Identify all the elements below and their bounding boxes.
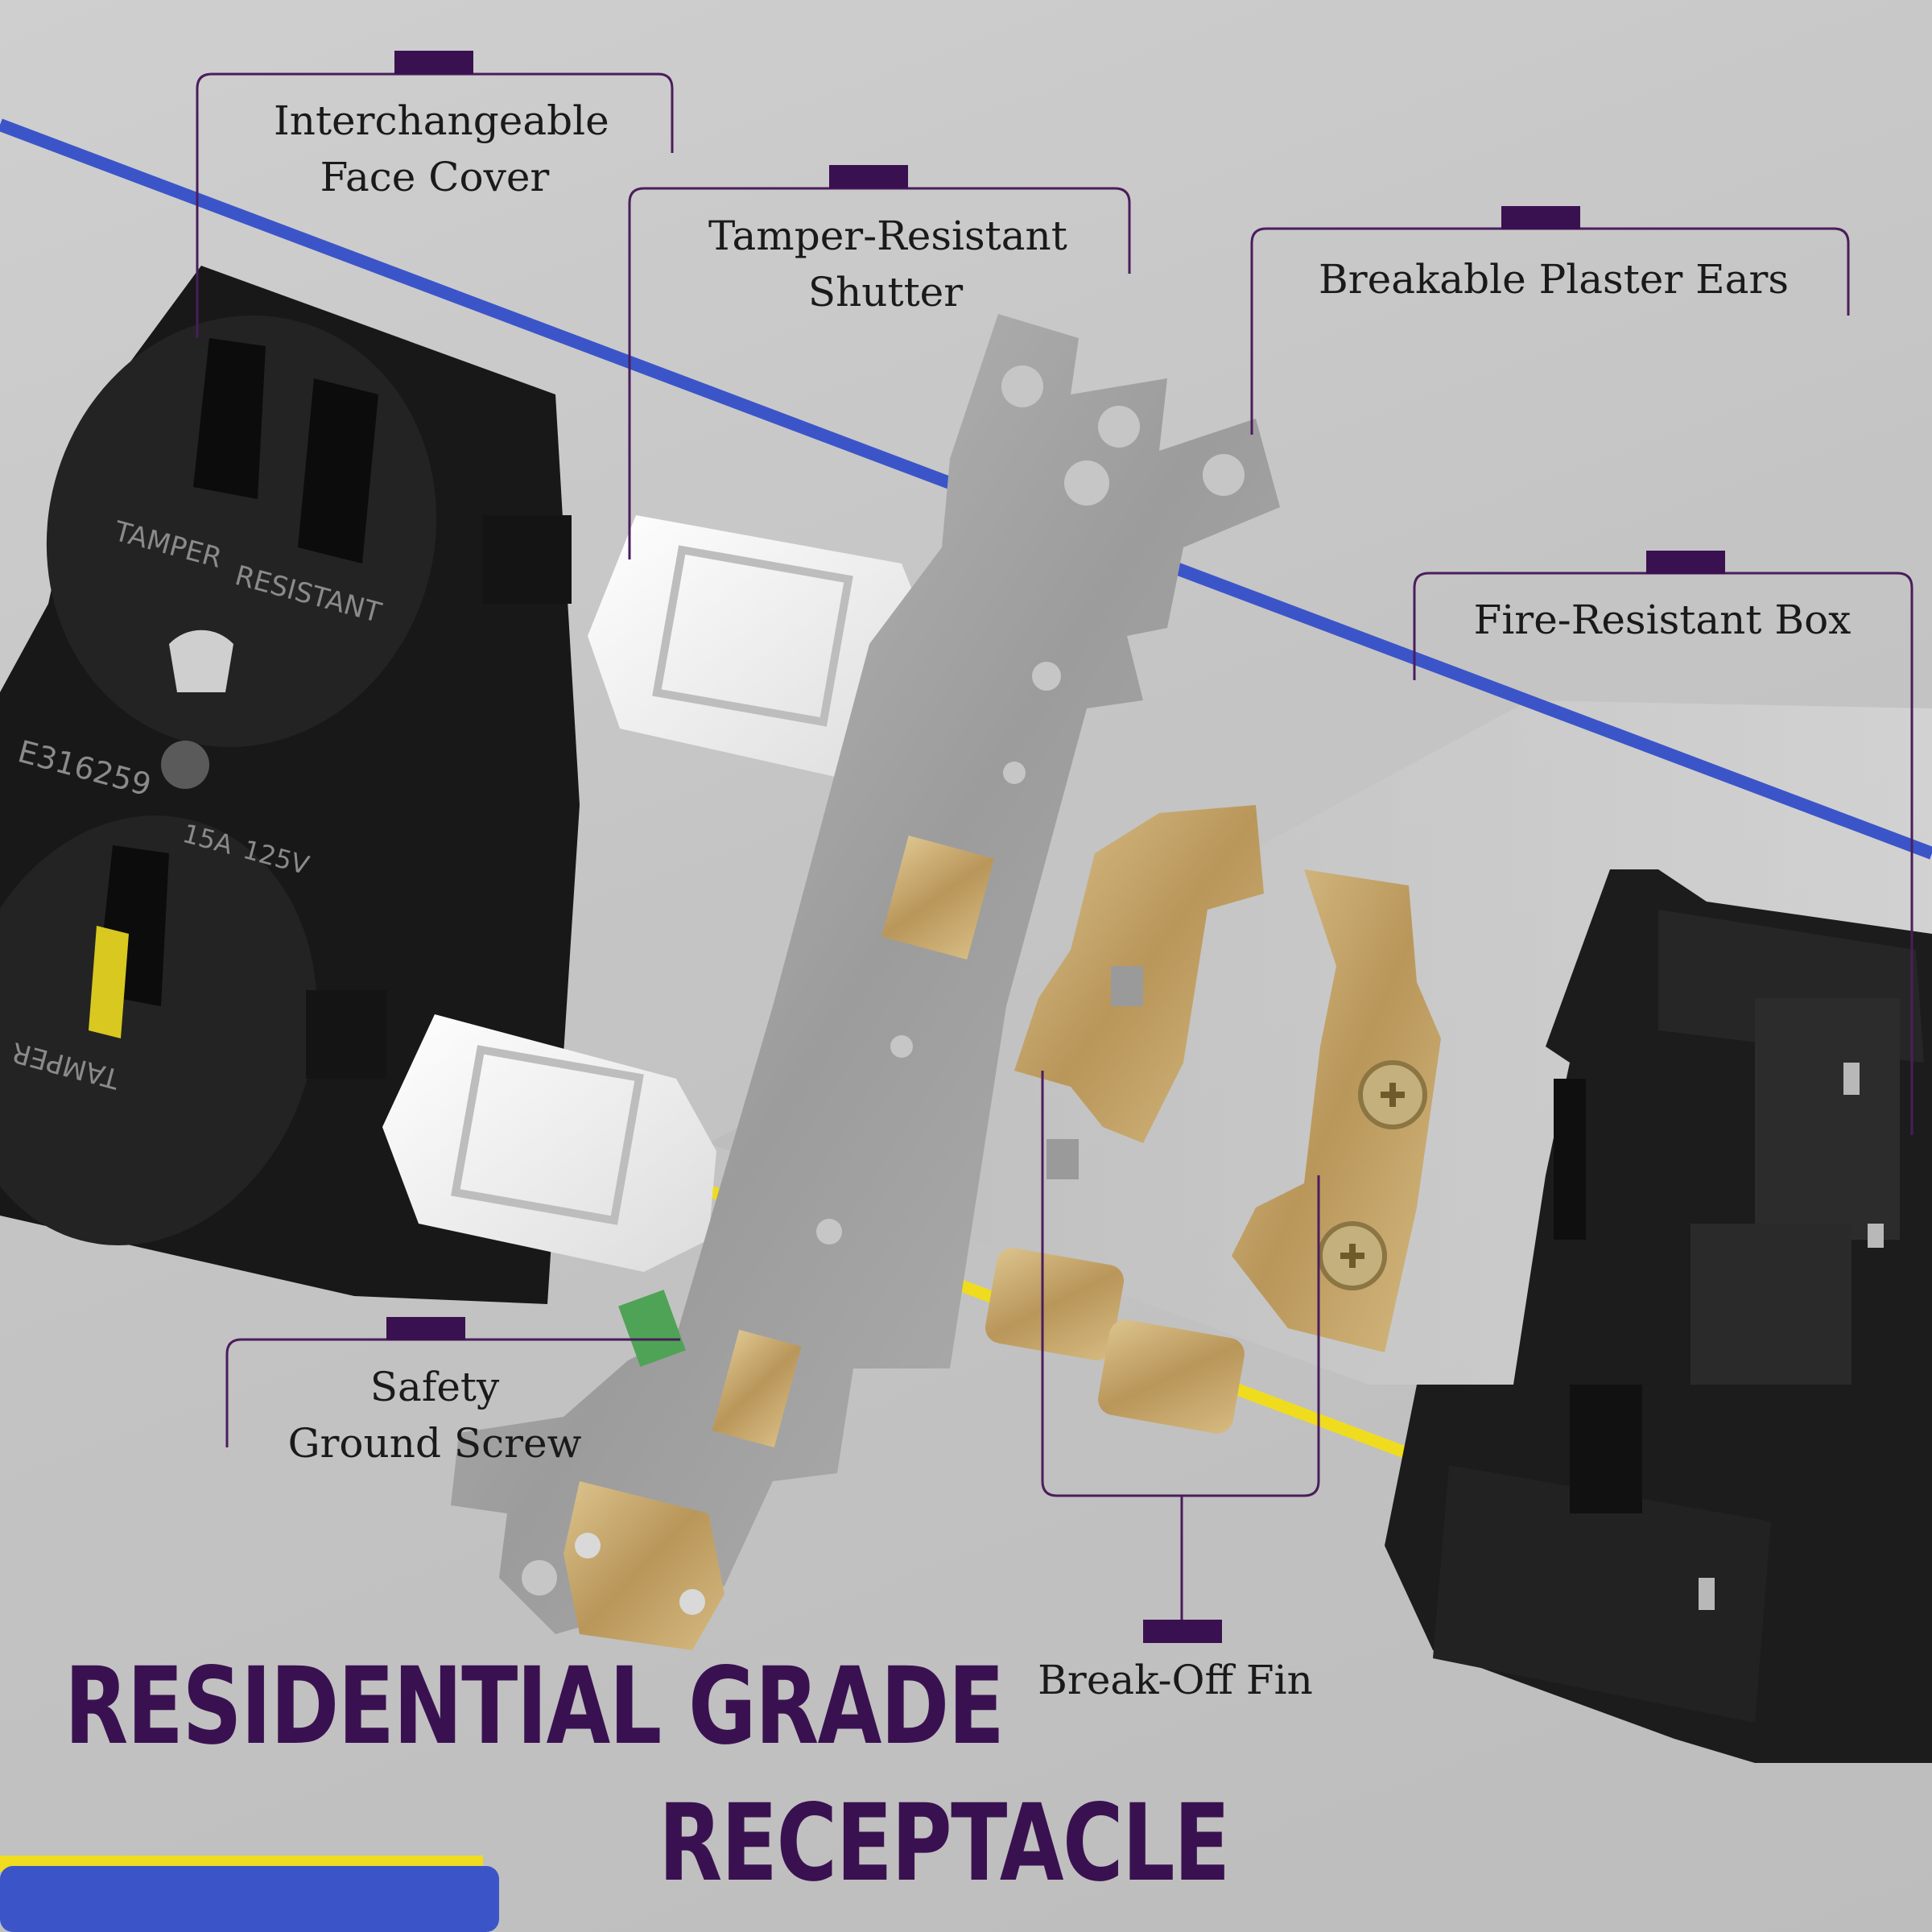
mounting-strap — [451, 314, 1280, 1650]
callout-ground-screw-line2: Ground Screw — [287, 1420, 582, 1467]
callout-shutter-line2: Shutter — [807, 269, 964, 316]
face-cover: TAMPER RESISTANT E316259 15A 125V TAMPER — [0, 266, 580, 1304]
callout-fire-box: Fire-Resistant Box — [1449, 592, 1876, 648]
callout-plaster-ears-line1: Breakable Plaster Ears — [1318, 256, 1790, 303]
title-line1: RESIDENTIAL GRADE — [64, 1645, 1005, 1769]
title-line2: RECEPTACLE — [658, 1781, 1230, 1905]
callout-break-off-fin-line1: Break-Off Fin — [1038, 1657, 1313, 1703]
callout-face-cover-line2: Face Cover — [320, 154, 550, 200]
callout-fire-box-line1: Fire-Resistant Box — [1473, 597, 1852, 643]
callout-ground-screw-line1: Safety — [369, 1364, 500, 1410]
brass-contacts — [985, 805, 1441, 1434]
callout-shutter-line1: Tamper-Resistant — [708, 213, 1067, 259]
shutter-lower — [382, 1014, 716, 1272]
callout-plaster-ears: Breakable Plaster Ears — [1304, 251, 1803, 308]
callout-face-cover: Interchangeable Face Cover — [274, 93, 609, 205]
callout-break-off-fin: Break-Off Fin — [1022, 1652, 1328, 1708]
accent-bar-blue — [0, 1866, 499, 1932]
callout-shutter: Tamper-Resistant Shutter — [708, 208, 1067, 320]
callout-face-cover-line1: Interchangeable — [274, 97, 609, 144]
callout-ground-screw: Safety Ground Screw — [274, 1359, 596, 1472]
fire-resistant-box — [1385, 869, 1932, 1763]
callout-tabs — [386, 51, 1725, 1643]
